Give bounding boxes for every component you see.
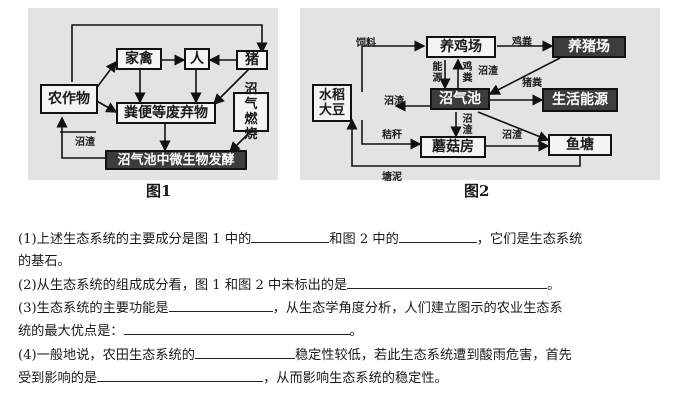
label-residue-1: 沼渣 xyxy=(478,66,498,77)
question-4-line-2: 受到影响的是 ，从而影响生态系统的稳定性。 xyxy=(18,367,678,390)
question-2-part-a: (2)从生态系统的组成成分看，图 1 和图 2 中未标出的是 xyxy=(18,278,348,293)
figure2-caption: 图2 xyxy=(464,182,490,200)
label-pond-mud: 塘泥 xyxy=(382,172,402,183)
label-feed: 饲料 xyxy=(356,38,376,49)
answer-blank-1a[interactable] xyxy=(251,228,330,243)
figure1-caption: 图1 xyxy=(146,182,172,200)
node-poultry: 家禽 xyxy=(116,48,162,70)
node-digester: 沼气池中微生物发酵 xyxy=(105,150,247,170)
question-3-part-d: 。 xyxy=(349,324,363,339)
node-pig: 猪 xyxy=(236,50,268,70)
node-fish-pond: 鱼塘 xyxy=(548,134,612,156)
label-residue-3: 沼渣 xyxy=(462,114,473,136)
arrow-rice-to-chicken xyxy=(361,40,426,92)
question-3-line-2: 统的最大优点是： 。 xyxy=(18,320,678,343)
label-energy: 能源 xyxy=(432,62,443,84)
question-1-line-2: 的基石。 xyxy=(18,251,678,273)
question-4-part-b: 稳定性较低，若此生态系统遭到酸雨危害，首先 xyxy=(294,348,572,363)
arrow-straw-to-mushroom xyxy=(361,120,422,150)
question-1-part-a: (1)上述生态系统的主要成分是图 1 中的 xyxy=(18,232,252,247)
question-1-part-c: ，它们是生态系统 xyxy=(476,232,583,247)
node-biogas-burn: 沼气燃烧 xyxy=(233,82,269,142)
node-crops: 农作物 xyxy=(40,84,98,114)
question-2-line-1: (2)从生态系统的组成成分看，图 1 和图 2 中未标出的是 。 xyxy=(18,274,678,297)
arrow-crops-to-pig xyxy=(71,24,268,82)
question-4-part-d: ，从而影响生态系统的稳定性。 xyxy=(263,371,448,386)
answer-blank-4b[interactable] xyxy=(97,367,264,382)
answer-blank-3b[interactable] xyxy=(123,320,350,335)
node-waste: 粪便等废弃物 xyxy=(116,102,216,124)
answer-blank-1b[interactable] xyxy=(398,228,477,243)
node-biogas-pool: 沼气池 xyxy=(430,88,490,110)
question-1-part-d: 的基石。 xyxy=(18,254,71,269)
arrow-pig-to-waste xyxy=(212,67,251,106)
node-chicken-farm: 养鸡场 xyxy=(426,36,496,58)
question-2-part-b: 。 xyxy=(547,278,561,293)
label-straw: 秸秆 xyxy=(382,130,402,141)
node-rice-soy: 水稻大豆 xyxy=(312,84,352,122)
question-1-line-1: (1)上述生态系统的主要成分是图 1 中的 和图 2 中的 ，它们是生态系统 xyxy=(18,228,678,251)
question-1-part-b: 和图 2 中的 xyxy=(329,232,399,247)
node-pig-farm: 养猪场 xyxy=(552,36,626,58)
arrow-pig-to-pool xyxy=(488,57,561,95)
question-4-line-1: (4)一般地说，农田生态系统的 稳定性较低，若此生态系统遭到酸雨危害，首先 xyxy=(18,344,678,367)
label-residue: 沼渣 xyxy=(75,137,95,148)
node-mushroom: 蘑菇房 xyxy=(420,136,486,158)
arrow-crops-to-poultry xyxy=(94,60,117,91)
question-3-part-a: (3)生态系统的主要功能是 xyxy=(18,301,169,316)
question-3-part-b: ，从生态学角度分析，人们建立图示的农业生态系 xyxy=(272,301,563,316)
answer-blank-4a[interactable] xyxy=(194,344,295,359)
label-chicken-manure-1: 鸡粪 xyxy=(512,37,532,48)
answer-blank-2[interactable] xyxy=(347,274,548,289)
arrow-mud-to-rice xyxy=(346,118,581,167)
arrow-digester-to-biogas xyxy=(228,131,251,154)
question-3-part-c: 统的最大优点是： xyxy=(18,324,124,339)
question-4-part-a: (4)一般地说，农田生态系统的 xyxy=(18,348,195,363)
question-3-line-1: (3)生态系统的主要功能是 ，从生态学角度分析，人们建立图示的农业生态系 xyxy=(18,297,678,320)
node-human: 人 xyxy=(184,48,210,70)
label-chicken-manure-2: 鸡粪 xyxy=(462,62,473,84)
label-residue-2: 沼渣 xyxy=(384,96,404,107)
label-pig-manure: 猪粪 xyxy=(522,78,542,89)
arrow-crops-to-waste xyxy=(94,99,118,113)
arrow-pool-to-fishpond xyxy=(477,111,550,142)
question-4-part-c: 受到影响的是 xyxy=(18,371,98,386)
node-life-energy: 生活能源 xyxy=(542,88,618,112)
answer-blank-3a[interactable] xyxy=(168,297,273,312)
label-residue-4: 沼渣 xyxy=(502,130,522,141)
